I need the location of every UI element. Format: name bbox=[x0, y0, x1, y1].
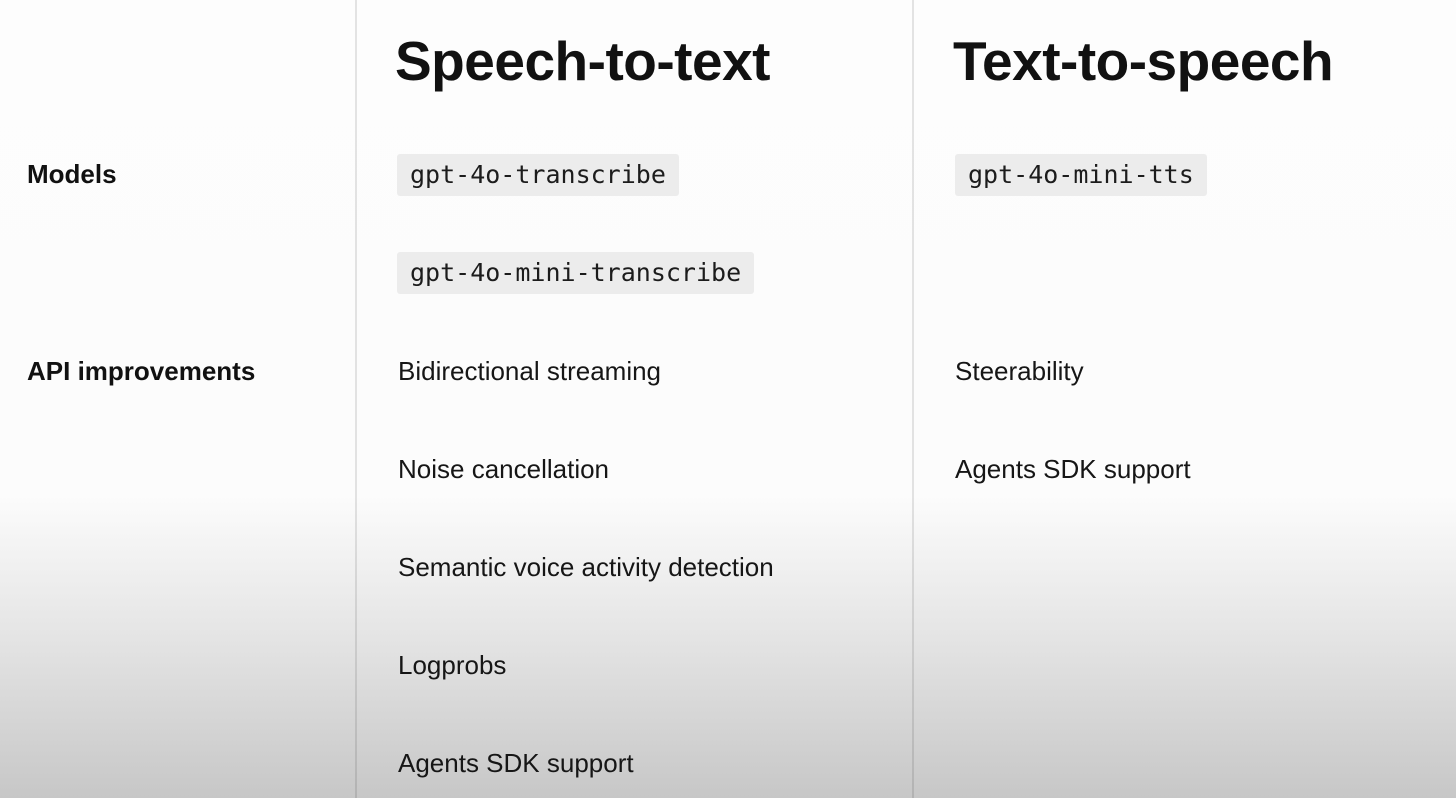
feature-item-bidirectional-streaming: Bidirectional streaming bbox=[398, 356, 662, 386]
column-divider-left bbox=[355, 0, 357, 798]
column-divider-right bbox=[912, 0, 914, 798]
feature-item-logprobs: Logprobs bbox=[398, 650, 507, 680]
row-label-models: Models bbox=[27, 159, 117, 189]
model-chip-gpt-4o-mini-transcribe: gpt-4o-mini-transcribe bbox=[397, 252, 755, 294]
model-chip-gpt-4o-transcribe: gpt-4o-transcribe bbox=[397, 154, 679, 196]
row-label-api-improvements: API improvements bbox=[27, 356, 256, 386]
column-header-text-to-speech: Text-to-speech bbox=[953, 30, 1334, 92]
feature-item-agents-sdk-support-stt: Agents SDK support bbox=[398, 748, 634, 778]
column-header-speech-to-text: Speech-to-text bbox=[395, 30, 771, 92]
feature-item-agents-sdk-support-tts: Agents SDK support bbox=[955, 454, 1191, 484]
feature-item-noise-cancellation: Noise cancellation bbox=[398, 454, 610, 484]
model-chip-gpt-4o-mini-tts: gpt-4o-mini-tts bbox=[955, 154, 1207, 196]
feature-item-semantic-voice-activity-detection: Semantic voice activity detection bbox=[398, 552, 774, 582]
feature-item-steerability: Steerability bbox=[955, 356, 1084, 386]
